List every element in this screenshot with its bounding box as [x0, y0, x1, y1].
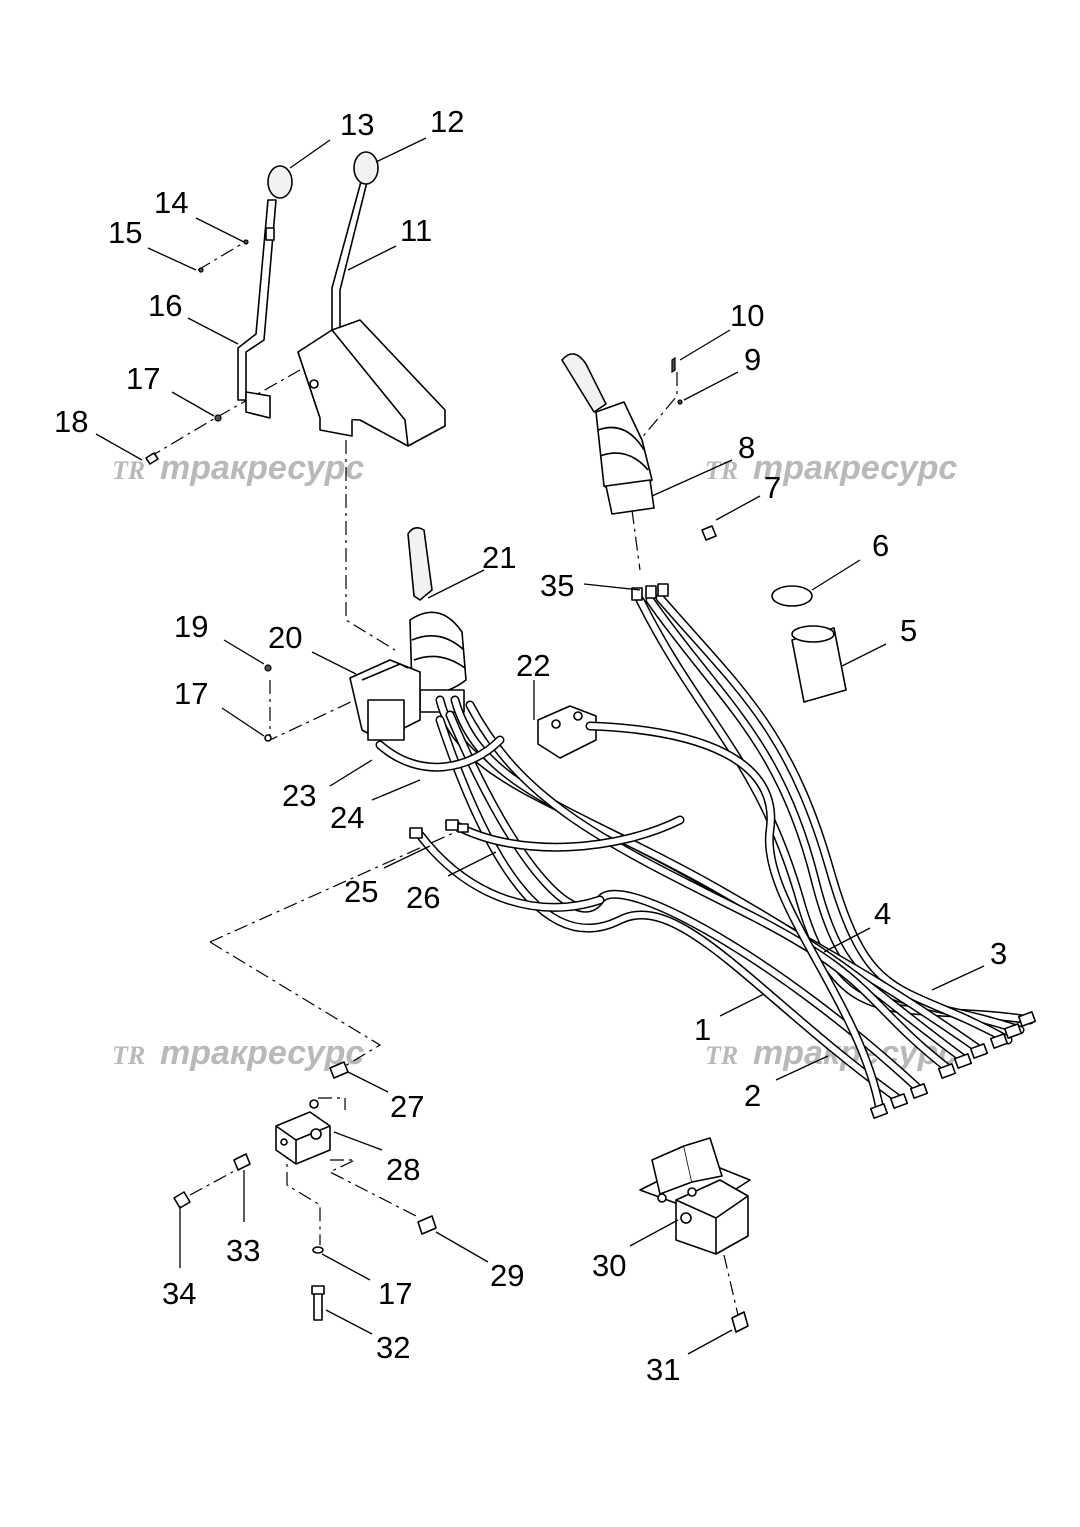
callout-31: 31: [646, 1352, 680, 1387]
callout-18: 18: [54, 404, 88, 439]
watermark-logo: TR: [705, 456, 738, 485]
callout-23: 23: [282, 778, 316, 813]
callout-29: 29: [490, 1258, 524, 1293]
callout-4: 4: [874, 896, 891, 931]
watermark-logo: TR: [112, 456, 145, 485]
callout-17: 17: [174, 676, 208, 711]
callout-27: 27: [390, 1089, 424, 1124]
hose-ends: [409, 583, 1037, 1119]
pedal-block: [297, 319, 446, 447]
block-28: [275, 1099, 331, 1165]
callout-7: 7: [764, 470, 781, 505]
bolt-32: [311, 1285, 325, 1321]
callout-22: 22: [516, 648, 550, 683]
callout-19: 19: [174, 609, 208, 644]
callout-6: 6: [872, 528, 889, 563]
washer-17: [312, 1246, 324, 1254]
callout-labels: 13 12 14 15 11 16 10 9 17 18 8 7 6 21 35…: [54, 104, 1007, 1387]
callout-16: 16: [148, 288, 182, 323]
callout-12: 12: [430, 104, 464, 139]
watermark-top-left: TR тракресурс: [112, 449, 364, 487]
watermark-text: тракресурс: [160, 449, 364, 487]
block-22: [537, 705, 597, 759]
callout-33: 33: [226, 1233, 260, 1268]
assembly-lines: [147, 241, 739, 1316]
watermark-top-right: TR тракресурс: [705, 449, 957, 487]
callout-1: 1: [694, 1012, 711, 1047]
watermark-bottom-left: TR тракресурс: [112, 1034, 364, 1072]
callout-5: 5: [900, 613, 917, 648]
callout-14: 14: [154, 185, 188, 220]
callout-24: 24: [330, 800, 364, 835]
watermark-text: тракресурс: [753, 449, 957, 487]
callout-13: 13: [340, 107, 374, 142]
callout-20: 20: [268, 620, 302, 655]
leader-lines: [95, 137, 985, 1355]
filter-5: [791, 625, 847, 703]
fitting-33: [233, 1153, 251, 1171]
watermark-logo: TR: [112, 1041, 145, 1070]
watermark-text: тракресурс: [160, 1034, 364, 1072]
callout-9: 9: [744, 342, 761, 377]
fitting-31: [731, 1311, 749, 1333]
joystick-8: [561, 353, 717, 541]
valve-block-30: [639, 1137, 751, 1255]
callout-17: 17: [378, 1276, 412, 1311]
o-ring-6: [771, 585, 813, 607]
hose-bundle: [375, 593, 1035, 1115]
small-fasteners: [145, 239, 249, 465]
callout-32: 32: [376, 1330, 410, 1365]
callout-26: 26: [406, 880, 440, 915]
callout-17: 17: [126, 361, 160, 396]
watermark-logo: TR: [705, 1041, 738, 1070]
callout-30: 30: [592, 1248, 626, 1283]
lever-16: [237, 165, 293, 419]
callout-2: 2: [744, 1078, 761, 1113]
lever-11: [331, 151, 379, 331]
callout-10: 10: [730, 298, 764, 333]
fitting-29: [417, 1215, 437, 1235]
callout-21: 21: [482, 540, 516, 575]
callout-25: 25: [344, 874, 378, 909]
callout-11: 11: [400, 213, 432, 248]
valve-block-20: [264, 659, 421, 742]
callout-28: 28: [386, 1152, 420, 1187]
callout-15: 15: [108, 215, 142, 250]
callout-3: 3: [990, 936, 1007, 971]
callout-8: 8: [738, 430, 755, 465]
callout-35: 35: [540, 568, 574, 603]
fitting-34: [173, 1191, 191, 1209]
callout-34: 34: [162, 1276, 196, 1311]
